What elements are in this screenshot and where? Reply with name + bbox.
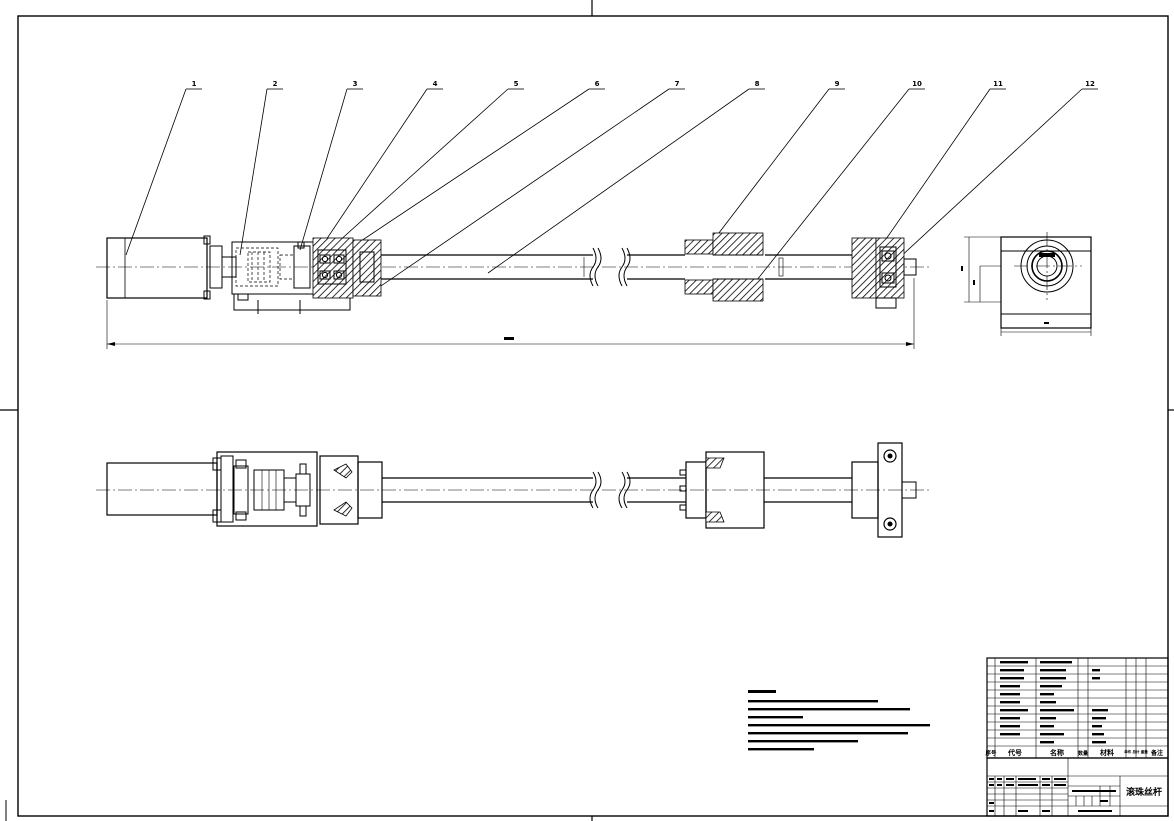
bom-header-weight: 单件 总计 重量 (1124, 749, 1148, 754)
title-block: 滚珠丝杆 (986, 757, 1169, 817)
fixed-bearing-housing (312, 237, 354, 299)
motor (106, 235, 237, 300)
front-view (96, 232, 930, 349)
bom-header-code: 代号 (1007, 748, 1022, 757)
drawing-title: 滚珠丝杆 (1126, 786, 1162, 798)
part-number-label: 7 (675, 80, 680, 88)
part-number-label: 1 (192, 80, 197, 88)
bom-header-qty: 数量 (1078, 750, 1088, 757)
part-number-label: 5 (514, 80, 519, 88)
part-number-label: 12 (1085, 80, 1095, 88)
ball-screw-shaft (381, 247, 602, 287)
part-number-label: 9 (835, 80, 840, 88)
technical-notes (748, 690, 930, 751)
ball-screw-shaft-right (618, 247, 852, 287)
part-number-callouts: 1 2 3 4 5 6 7 8 9 10 11 12 (125, 80, 1098, 296)
bom-header-name: 名称 (1050, 748, 1064, 757)
part-number-label: 6 (595, 80, 600, 88)
coupling (235, 241, 311, 289)
overall-length-dimension (106, 278, 915, 349)
part-number-label: 2 (273, 80, 278, 88)
part-number-label: 11 (993, 80, 1003, 88)
part-number-label: 4 (433, 80, 438, 88)
part-number-label: 8 (755, 80, 760, 88)
side-view (961, 232, 1092, 336)
end-cap (352, 239, 382, 297)
support-bearing-housing (851, 237, 917, 309)
bom-header-note: 备注 (1150, 749, 1163, 757)
top-view (96, 442, 930, 538)
part-number-label: 10 (912, 80, 922, 88)
bom-header-material: 材料 (1099, 748, 1114, 757)
parts-list-table: 序号 代号 名称 数量 材料 单件 总计 重量 备注 (984, 657, 1169, 759)
ball-nut (684, 232, 784, 302)
bom-header-index: 序号 (984, 749, 997, 757)
part-number-label: 3 (353, 80, 358, 88)
